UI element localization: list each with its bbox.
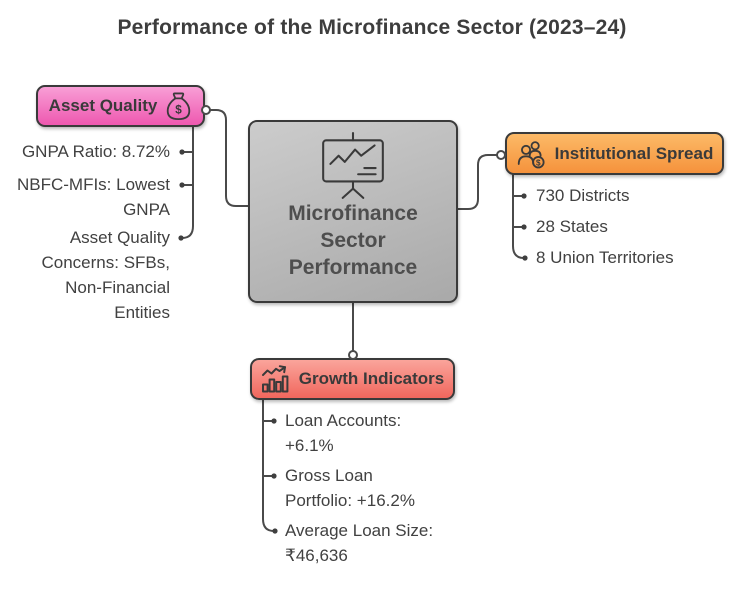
wire-institutional-spread: [457, 154, 498, 210]
branch-asset-quality-box: Asset Quality $: [36, 85, 205, 127]
wire-asset-quality: [209, 109, 249, 207]
people-coin-icon: $: [516, 139, 547, 169]
branch-institutional-spread-box: $ Institutional Spread: [505, 132, 724, 175]
growth-item-gross-loan-portfolio: Gross Loan Portfolio: +16.2%: [285, 466, 415, 510]
asset-quality-item-nbfc-mfis: NBFC-MFIs: Lowest GNPA: [16, 175, 170, 219]
growth-item-loan-accounts: Loan Accounts: +6.1%: [285, 411, 402, 455]
center-node-microfinance-sector-performance: Microfinance Sector Performance: [248, 120, 458, 303]
branch-growth-indicators-box: Growth Indicators: [250, 358, 455, 400]
presentation-chart-icon: [317, 132, 389, 200]
page-title: Performance of the Microfinance Sector (…: [117, 16, 627, 39]
institutional-spread-item-districts: 730 Districts: [536, 186, 630, 205]
bar-chart-arrow-icon: [261, 365, 291, 393]
institutional-spread-item-union-territories: 8 Union Territories: [536, 248, 674, 267]
asset-quality-item-gnpa-ratio: GNPA Ratio: 8.72%: [21, 142, 170, 161]
money-bag-icon: $: [165, 91, 192, 122]
institutional-spread-item-states: 28 States: [536, 217, 608, 236]
svg-text:$: $: [176, 103, 183, 116]
branch-growth-indicators-label: Growth Indicators: [298, 369, 445, 388]
growth-item-average-loan-size: Average Loan Size: ₹46,636: [285, 521, 434, 565]
center-node-label: Microfinance Sector Performance: [288, 202, 418, 279]
branch-asset-quality-label: Asset Quality: [48, 96, 158, 115]
svg-text:$: $: [536, 158, 541, 167]
asset-quality-item-concerns: Asset Quality Concerns: SFBs, Non-Financ…: [41, 228, 171, 322]
branch-institutional-spread-label: Institutional Spread: [554, 143, 714, 163]
